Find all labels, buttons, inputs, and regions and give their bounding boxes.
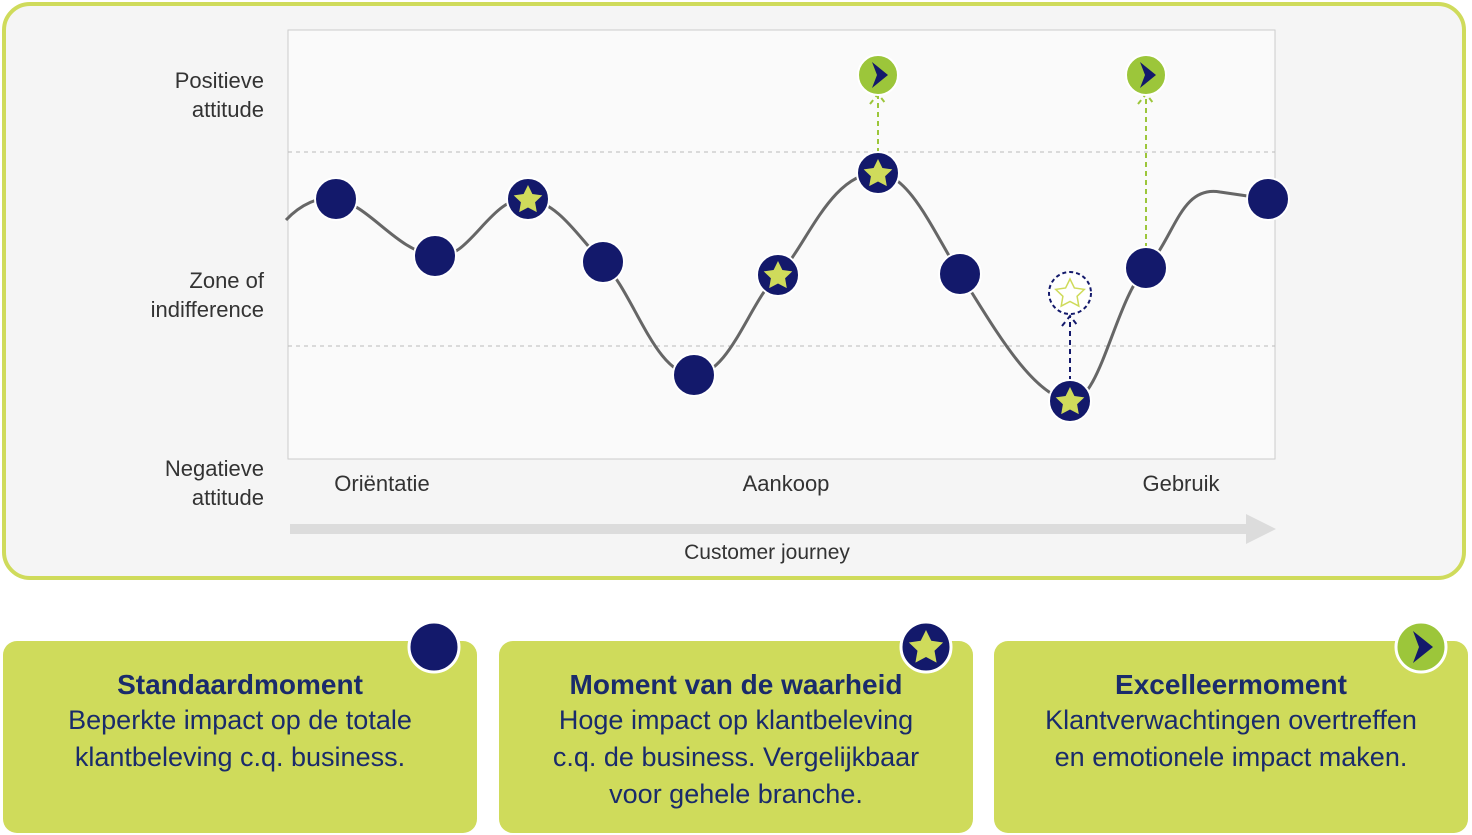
journey-diagram xyxy=(284,29,1290,544)
legend-text: Hoge impact op klantbeleving c.q. de bus… xyxy=(552,705,920,809)
standard-moment-5 xyxy=(938,252,982,296)
journey-arrow xyxy=(290,514,1276,544)
potential-moment xyxy=(1048,271,1092,315)
legend-card-standard: Standaardmoment Beperkte impact op de to… xyxy=(3,620,477,833)
legend-title: Excelleermoment xyxy=(1115,669,1347,700)
truth-moment-2 xyxy=(756,253,800,297)
legend-text: Klantverwachtingen overtreffen en emotio… xyxy=(1045,705,1417,772)
stage-orientation: Oriëntatie xyxy=(334,471,430,496)
star-icon xyxy=(899,620,953,674)
y-label-indifference: Zone of indifference xyxy=(150,268,264,322)
potential-arrow xyxy=(1061,314,1079,381)
standard-moment-2 xyxy=(413,234,457,278)
standard-moment-4 xyxy=(672,353,716,397)
stage-purchase: Aankoop xyxy=(742,471,830,496)
circle-icon xyxy=(407,620,461,674)
standard-moment-7 xyxy=(1246,177,1290,221)
y-label-positive: Positieve attitude xyxy=(174,68,264,122)
legend-title: Standaardmoment xyxy=(117,669,363,700)
y-label-negative: Negatieve attitude xyxy=(164,456,264,510)
legend-card-truth: Moment van de waarheid Hoge impact op kl… xyxy=(499,620,973,833)
truth-moment-3 xyxy=(856,151,900,195)
truth-moment-1 xyxy=(506,177,550,221)
customer-journey-label: Customer journey xyxy=(684,541,850,564)
legend-title: Moment van de waarheid xyxy=(569,669,903,700)
standard-moment-1 xyxy=(314,177,358,221)
legend-card-excellence: Excelleermoment Klantverwachtingen overt… xyxy=(994,620,1468,833)
chevron-icon xyxy=(1394,620,1448,674)
legend-text: Beperkte impact op de totale klantbelevi… xyxy=(68,705,412,772)
truth-moment-4 xyxy=(1048,379,1092,423)
stage-usage: Gebruik xyxy=(1142,471,1220,496)
excellence-moment-1 xyxy=(857,54,899,96)
standard-moment-3 xyxy=(581,240,625,284)
standard-moment-6 xyxy=(1124,246,1168,290)
excellence-moment-2 xyxy=(1125,54,1167,96)
